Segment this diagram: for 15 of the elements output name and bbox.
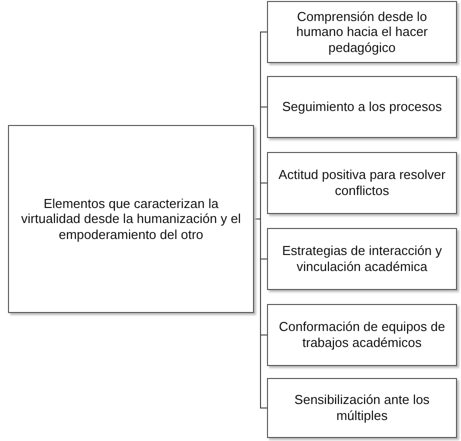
- element-box: [267, 152, 457, 214]
- box-text: Comprensión desde lo humano hacia el hacer pedagógico: [295, 8, 429, 56]
- element-box: [267, 228, 457, 290]
- element-box: [267, 1, 457, 63]
- element-box: [267, 378, 457, 438]
- connector-line: [254, 218, 268, 408]
- box-text: Elementos que caracterizan la virtualidad desde la humanización y el empoderamiento del otro: [20, 196, 242, 242]
- main-concept-box: [8, 125, 254, 313]
- box-text: Seguimiento a los procesos: [282, 99, 442, 115]
- box-text: Actitud positiva para resolver conflictos: [278, 167, 446, 199]
- box-text: Estrategias de interacción y vinculación académica: [281, 243, 443, 275]
- element-box: [267, 304, 457, 366]
- box-text: Sensibilización ante los múltiples: [293, 392, 431, 424]
- element-box: [267, 76, 457, 138]
- box-text: Conformación de equipos de trabajos académicos: [278, 319, 446, 351]
